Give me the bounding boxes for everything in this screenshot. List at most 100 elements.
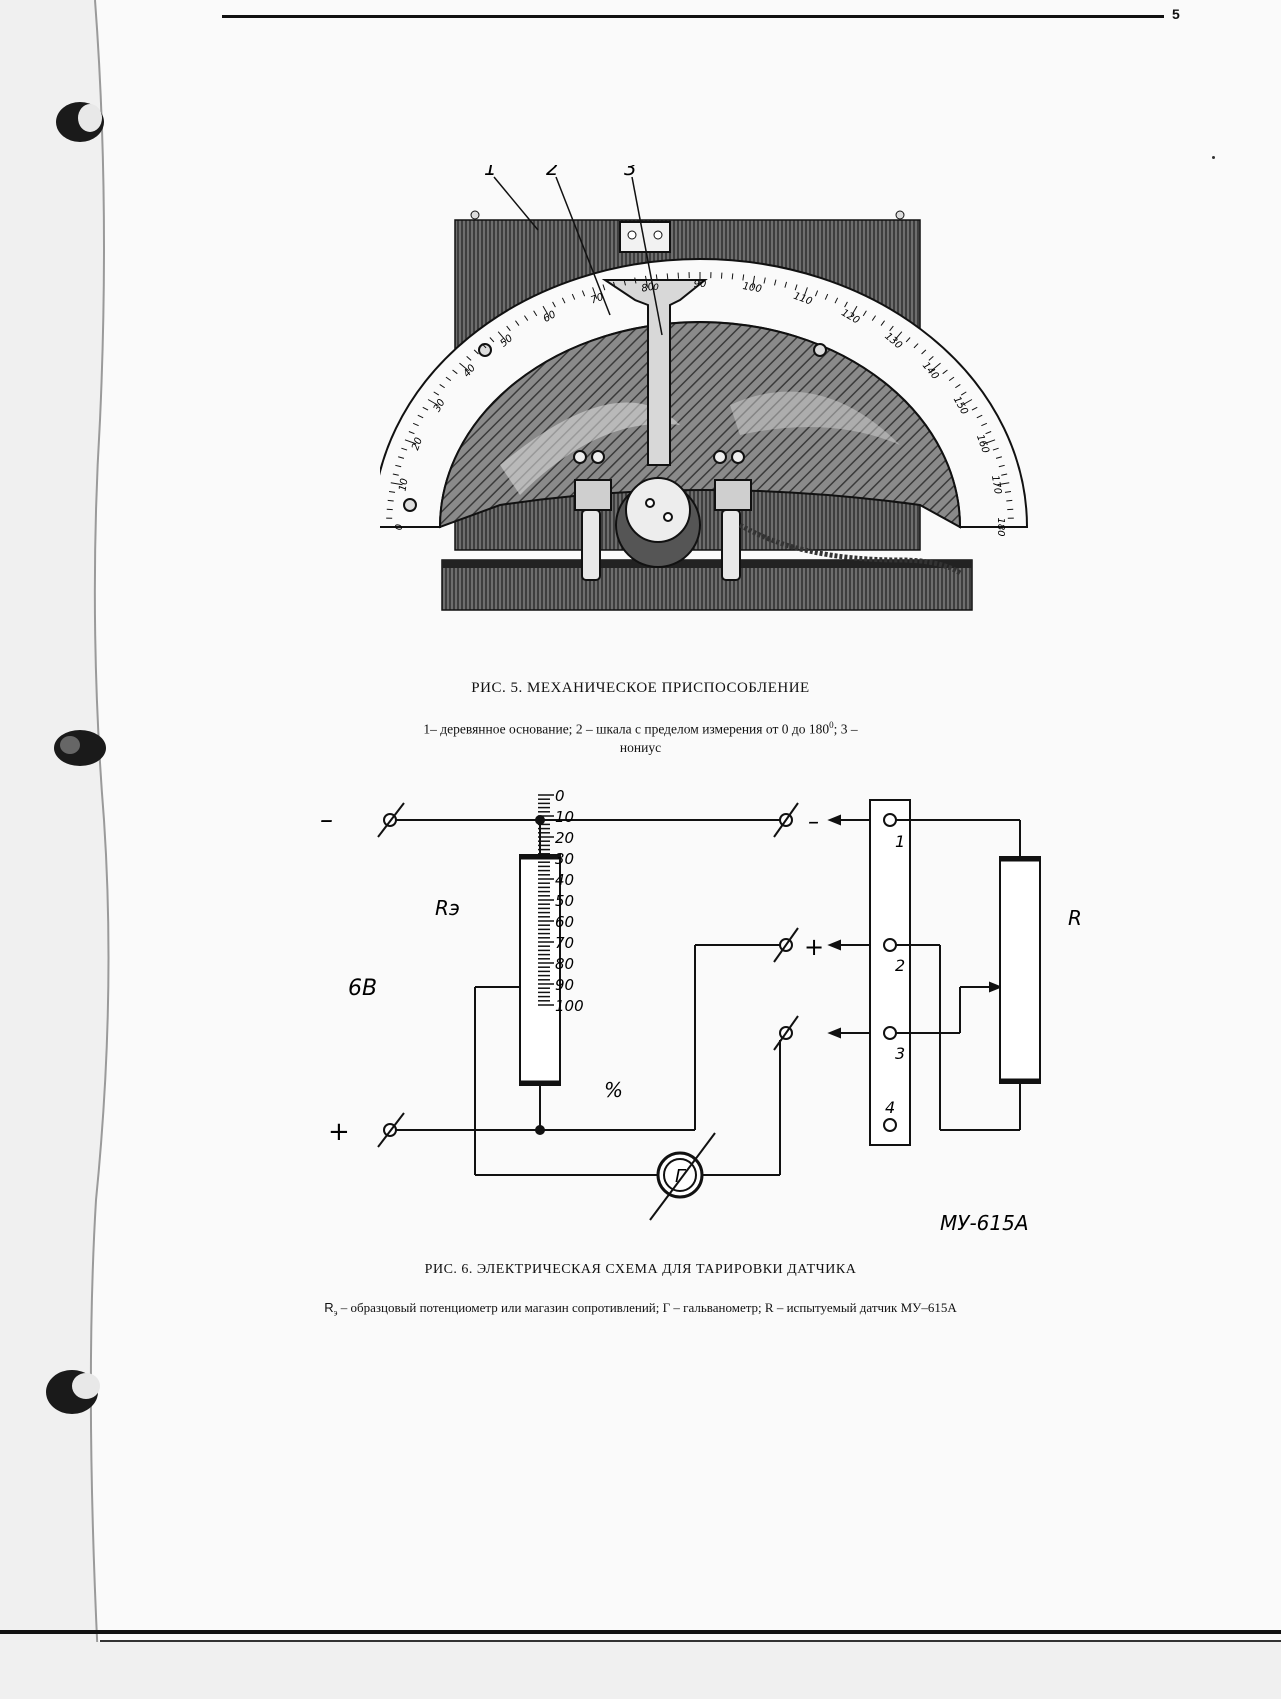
binder-edge bbox=[0, 0, 110, 1699]
page-number: 5 bbox=[1172, 6, 1180, 22]
wooden-base-bottom bbox=[441, 559, 973, 611]
reference-potentiometer bbox=[519, 854, 561, 1086]
caption-degree: 0 bbox=[829, 720, 834, 730]
scale-label: 100 bbox=[742, 281, 763, 295]
scale-tick bbox=[398, 456, 405, 459]
scale-tick bbox=[850, 305, 858, 317]
scale-label: 10 bbox=[398, 478, 411, 492]
scale-tick bbox=[948, 376, 955, 382]
scale-tick bbox=[862, 310, 867, 317]
plus-left-label: + bbox=[328, 1117, 350, 1147]
scale-tick bbox=[387, 499, 394, 502]
scale-tick bbox=[802, 287, 808, 299]
caption-r-sub: э bbox=[333, 1307, 338, 1318]
bottom-rule-thin bbox=[100, 1640, 1281, 1642]
terminal-minus-label: – bbox=[808, 810, 819, 835]
scale-tick bbox=[751, 275, 756, 288]
scale-tick bbox=[942, 369, 948, 375]
re-scale-label: 20 bbox=[555, 829, 574, 847]
scale-tick bbox=[971, 406, 978, 411]
scale-tick bbox=[928, 356, 934, 361]
top-rule bbox=[222, 15, 1164, 18]
scale-tick bbox=[515, 320, 520, 326]
bottom-rule bbox=[0, 1630, 1281, 1634]
scale-tick bbox=[497, 331, 507, 342]
scale-tick bbox=[742, 274, 745, 281]
scale-tick bbox=[422, 406, 429, 411]
scale-tick bbox=[592, 287, 598, 299]
screw bbox=[478, 343, 492, 357]
strip-number-2: 2 bbox=[895, 956, 905, 975]
scale-tick bbox=[481, 343, 487, 349]
scale-tick bbox=[880, 320, 885, 326]
screw bbox=[403, 498, 417, 512]
strip-terminal-3 bbox=[883, 1026, 897, 1040]
scale-tick bbox=[408, 431, 415, 435]
scale-tick bbox=[794, 284, 798, 291]
scale-tick bbox=[404, 439, 417, 445]
scale-tick bbox=[655, 274, 658, 281]
vernier-zero-label: 0 bbox=[653, 283, 659, 293]
re-scale-label: 60 bbox=[555, 913, 574, 931]
scale-tick bbox=[1006, 499, 1013, 502]
scale-tick bbox=[997, 482, 1010, 486]
scale-tick bbox=[445, 376, 452, 382]
scale-tick bbox=[417, 414, 424, 419]
scale-tick bbox=[644, 275, 649, 288]
scale-tick bbox=[666, 273, 669, 280]
strip-number-3: 3 bbox=[895, 1044, 905, 1063]
figure-5-caption-line2: нониус bbox=[619, 740, 662, 755]
scale-tick bbox=[976, 414, 983, 419]
terminal-strip bbox=[869, 799, 911, 1146]
strip-terminal-2 bbox=[883, 938, 897, 952]
scale-tick bbox=[542, 305, 550, 317]
screw bbox=[470, 210, 480, 220]
re-scale-label: 70 bbox=[555, 934, 574, 952]
scale-label: 80 bbox=[641, 282, 655, 295]
punch-hole bbox=[46, 1370, 100, 1414]
voltage-label: 6В bbox=[348, 976, 377, 1001]
figure-5-caption-line1: 1– деревянное основание; 2 – шкала с пре… bbox=[0, 720, 1281, 738]
scale-tick bbox=[961, 399, 973, 406]
scale-tick bbox=[634, 277, 637, 284]
scale-label: 90 bbox=[694, 279, 707, 290]
screw bbox=[895, 210, 905, 220]
re-scale-label: 100 bbox=[555, 997, 584, 1015]
scale-tick bbox=[731, 273, 734, 280]
scale-tick bbox=[506, 325, 511, 332]
scale-tick bbox=[623, 279, 626, 286]
re-scale-label: 40 bbox=[555, 871, 574, 889]
scale-tick bbox=[814, 290, 819, 297]
scale-tick bbox=[388, 491, 396, 493]
figure-6-caption-text: Rэ – образцовый потенциометр или магазин… bbox=[0, 1300, 1281, 1318]
screw bbox=[813, 343, 827, 357]
scale-tick bbox=[602, 284, 606, 291]
scale-tick bbox=[844, 301, 848, 308]
scale-tick bbox=[452, 369, 458, 375]
scale-tick bbox=[412, 422, 419, 427]
scale-tick bbox=[893, 331, 903, 342]
callout-3: 3 bbox=[624, 165, 637, 180]
scale-label: 0 bbox=[394, 524, 405, 530]
scale-label: 70 bbox=[589, 292, 605, 307]
figure-6-caption-title: РИС. 6. ЭЛЕКТРИЧЕСКАЯ СХЕМА ДЛЯ ТАРИРОВК… bbox=[424, 1262, 857, 1277]
scale-tick bbox=[955, 383, 961, 389]
scale-tick bbox=[1004, 491, 1012, 493]
scale-tick bbox=[401, 447, 408, 451]
scale-tick bbox=[523, 315, 529, 321]
scale-tick bbox=[433, 391, 440, 396]
scale-tick bbox=[889, 325, 894, 332]
scale-tick bbox=[921, 349, 927, 355]
scale-tick bbox=[871, 315, 877, 321]
percent-label: % bbox=[604, 1078, 623, 1102]
strip-number-1: 1 bbox=[895, 832, 905, 851]
scale-label: 180 bbox=[995, 517, 1006, 536]
scale-tick bbox=[905, 337, 911, 343]
scale-label: 170 bbox=[989, 475, 1003, 496]
sensor-r-label: R bbox=[1068, 906, 1080, 930]
test-sensor-resistor bbox=[999, 856, 1041, 1084]
caption-text: 1– деревянное основание; 2 – шкала с пре… bbox=[423, 721, 830, 737]
re-label: Rэ bbox=[435, 896, 460, 920]
scale-tick bbox=[931, 362, 941, 372]
